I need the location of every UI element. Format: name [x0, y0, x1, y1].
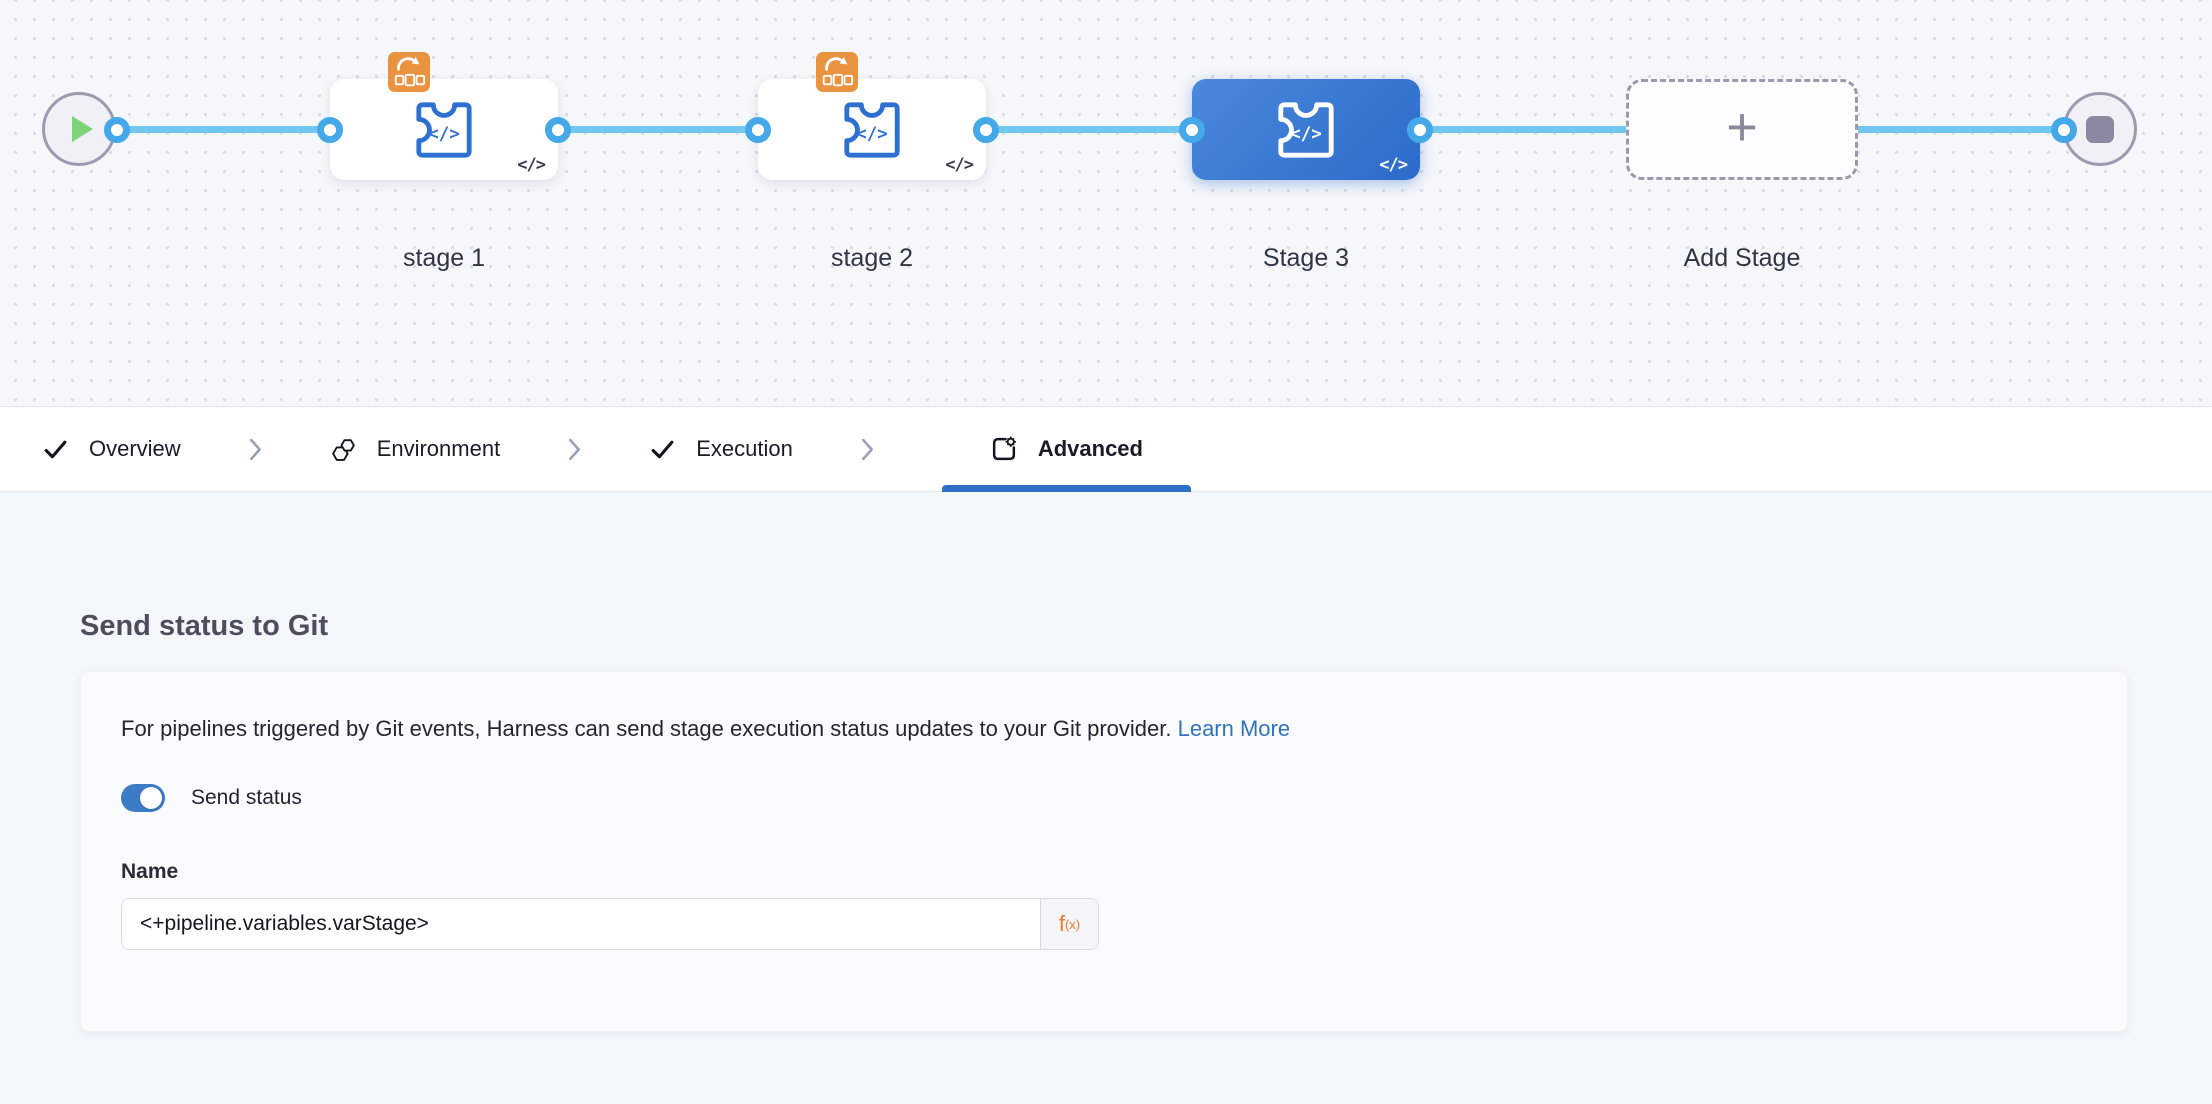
- stage-node-stage-1[interactable]: </> </>: [330, 79, 558, 180]
- check-icon: [651, 440, 674, 458]
- stage-label: Stage 3: [1262, 244, 1350, 272]
- connector-point[interactable]: [745, 117, 771, 143]
- code-view-icon[interactable]: </>: [1379, 155, 1408, 175]
- connector-point[interactable]: [317, 117, 343, 143]
- tab-label: Environment: [376, 436, 501, 461]
- loop-arrow-icon: [394, 56, 426, 87]
- play-icon: [72, 116, 93, 142]
- custom-stage-icon: </>: [1278, 101, 1334, 158]
- send-status-card: For pipelines triggered by Git events, H…: [80, 671, 2128, 1032]
- connector-line: [558, 126, 758, 133]
- custom-stage-icon: </>: [416, 101, 472, 158]
- advanced-settings-icon: [992, 436, 1016, 461]
- name-input-group: f(x): [121, 898, 1099, 950]
- code-view-icon[interactable]: </>: [517, 155, 546, 175]
- chevron-right-icon: [249, 438, 262, 461]
- pipeline-canvas[interactable]: </> </> </> </> </> </>: [0, 0, 2212, 407]
- code-view-icon[interactable]: </>: [945, 155, 974, 175]
- loop-arrow-icon: [822, 56, 854, 87]
- tab-label: Advanced: [1037, 436, 1143, 461]
- toggle-knob: [140, 787, 162, 809]
- looping-strategy-badge[interactable]: [388, 52, 430, 92]
- section-heading: Send status to Git: [80, 610, 329, 642]
- description-text: For pipelines triggered by Git events, H…: [121, 716, 1172, 741]
- plus-icon: +: [1726, 96, 1758, 157]
- connector-point[interactable]: [973, 117, 999, 143]
- fx-sub-label: (x): [1064, 916, 1081, 932]
- send-status-toggle[interactable]: [121, 784, 165, 812]
- tab-overview[interactable]: Overview: [42, 407, 181, 491]
- stage-node-stage-2[interactable]: </> </>: [758, 79, 986, 180]
- connector-point[interactable]: [545, 117, 571, 143]
- name-input[interactable]: [122, 899, 1040, 949]
- toggle-label: Send status: [191, 786, 302, 809]
- add-stage-label: Add Stage: [1683, 244, 1801, 272]
- hexagons-icon: [331, 438, 355, 461]
- add-stage-button[interactable]: +: [1626, 79, 1858, 180]
- tab-advanced[interactable]: Advanced: [941, 407, 1191, 492]
- tab-label: Execution: [696, 436, 793, 461]
- svg-text:</>: </>: [856, 124, 887, 144]
- chevron-right-icon: [568, 438, 581, 461]
- chevron-right-icon: [861, 438, 874, 461]
- fx-label: f: [1058, 911, 1065, 936]
- expression-fx-button[interactable]: f(x): [1040, 899, 1098, 949]
- tab-label: Overview: [89, 436, 181, 461]
- name-field-label: Name: [121, 860, 179, 883]
- tab-execution[interactable]: Execution: [649, 407, 793, 491]
- connector-line: [117, 126, 330, 133]
- pipeline-start-node[interactable]: [42, 92, 116, 166]
- active-tab-underline: [941, 485, 1191, 492]
- connector-point[interactable]: [2051, 117, 2077, 143]
- stop-icon: [2086, 115, 2114, 143]
- svg-text:</>: </>: [1290, 124, 1321, 144]
- connector-point[interactable]: [104, 117, 130, 143]
- learn-more-link[interactable]: Learn More: [1177, 716, 1291, 741]
- connector-line: [986, 126, 1192, 133]
- connector-line: [1858, 126, 2068, 133]
- send-status-description: For pipelines triggered by Git events, H…: [121, 716, 2087, 742]
- looping-strategy-badge[interactable]: [816, 52, 858, 92]
- custom-stage-icon: </>: [844, 101, 900, 158]
- svg-text:</>: </>: [428, 124, 459, 144]
- stage-label: stage 1: [402, 244, 485, 272]
- tab-environment[interactable]: Environment: [330, 407, 501, 491]
- connector-point[interactable]: [1179, 117, 1205, 143]
- connector-line: [1420, 126, 1626, 133]
- connector-point[interactable]: [1407, 117, 1433, 143]
- stage-config-tabbar: Overview Environment Execution: [0, 407, 2212, 492]
- stage-label: stage 2: [830, 244, 913, 272]
- advanced-tab-panel: Send status to Git For pipelines trigger…: [0, 492, 2212, 1104]
- check-icon: [44, 440, 67, 458]
- stage-node-stage-3[interactable]: </> </>: [1192, 79, 1420, 180]
